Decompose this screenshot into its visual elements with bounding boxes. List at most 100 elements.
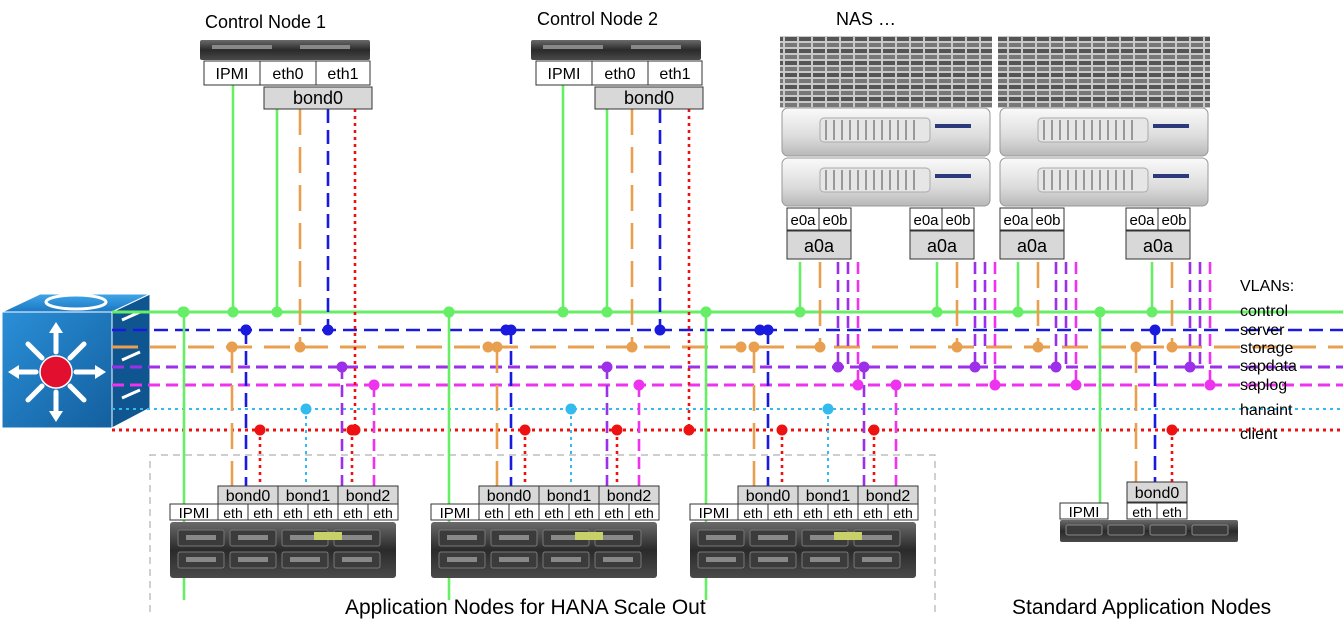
bond0-label: bond0 — [624, 88, 674, 108]
junction-dot — [254, 424, 266, 436]
vlan-label-saplog: saplog — [1240, 377, 1287, 394]
e0a-port-label: e0a — [1129, 212, 1155, 229]
e0a-port-label: e0a — [790, 212, 816, 229]
eth-port-label: eth — [253, 505, 272, 521]
bond-label: bond0 — [487, 488, 532, 505]
junction-dot — [683, 424, 695, 436]
server-icon — [531, 40, 701, 60]
control-node-2-title: Control Node 2 — [537, 9, 658, 29]
eth1-port-label: eth1 — [327, 66, 358, 83]
e0a-port-label: e0a — [1003, 212, 1029, 229]
junction-dot — [1012, 306, 1024, 318]
a0a-label: a0a — [1017, 236, 1048, 256]
eth-port-label: eth — [743, 505, 762, 521]
bond-label: bond2 — [866, 488, 911, 505]
junction-dot — [336, 361, 348, 373]
junction-dot — [1149, 324, 1161, 336]
bond-label: bond1 — [286, 488, 331, 505]
vlan-label-storage: storage — [1240, 340, 1293, 357]
junction-dot — [519, 424, 531, 436]
eth-port-label: eth — [893, 505, 912, 521]
junction-dot — [491, 341, 503, 353]
eth-port-label: eth — [283, 505, 302, 521]
disk-shelf-icon — [998, 36, 1210, 108]
eth-port-label: eth — [484, 505, 503, 521]
junction-dot — [626, 341, 638, 353]
junction-dot — [227, 306, 239, 318]
junction-dot — [601, 361, 613, 373]
junction-dot — [322, 324, 334, 336]
junction-dot — [700, 306, 712, 318]
junction-dot — [1050, 361, 1062, 373]
hana-nodes-caption: Application Nodes for HANA Scale Out — [345, 596, 706, 619]
junction-dot — [500, 324, 512, 336]
eth-port-label: eth — [343, 505, 362, 521]
junction-dot — [1184, 361, 1196, 373]
junction-dot — [969, 361, 981, 373]
junction-dot — [271, 306, 283, 318]
eth-port-label: eth — [1162, 504, 1181, 520]
junction-dot — [565, 403, 577, 415]
junction-dot — [1146, 306, 1158, 318]
junction-dot — [177, 306, 189, 318]
junction-dot — [557, 306, 569, 318]
junction-dot — [1070, 379, 1082, 391]
eth-port-label: eth — [863, 505, 882, 521]
junction-dot — [776, 424, 788, 436]
junction-dot — [240, 324, 252, 336]
ipmi-port-label: IPMI — [699, 505, 730, 522]
junction-dot — [633, 379, 645, 391]
junction-dot — [735, 341, 747, 353]
bond-label: bond1 — [806, 488, 851, 505]
junction-dot — [754, 324, 766, 336]
junction-dot — [822, 403, 834, 415]
junction-dot — [601, 306, 613, 318]
junction-dot — [989, 379, 1001, 391]
junction-dot — [890, 379, 902, 391]
junction-dot — [482, 341, 494, 353]
vlans-heading: VLANs: — [1240, 278, 1294, 295]
eth-port-label: eth — [604, 505, 623, 521]
hana-group-boundary — [149, 454, 936, 612]
junction-dot — [346, 424, 358, 436]
junction-dot — [762, 324, 774, 336]
junction-dot — [294, 341, 306, 353]
eth-port-label: eth — [313, 505, 332, 521]
e0b-port-label: e0b — [822, 212, 847, 229]
eth-port-label: eth — [803, 505, 822, 521]
control-node-1: Control Node 1 IPMI eth0 eth1 bond0 — [200, 12, 373, 110]
junction-dot — [368, 379, 380, 391]
vlan-lines — [112, 310, 1343, 432]
eth-port-label: eth — [223, 505, 242, 521]
ipmi-port-label: IPMI — [440, 505, 471, 522]
e0b-port-label: e0b — [1035, 212, 1060, 229]
network-switch-icon — [1, 293, 151, 429]
junction-dot — [868, 424, 880, 436]
bond-label: bond1 — [547, 488, 592, 505]
junction-dot — [794, 306, 806, 318]
vlan-labels: VLANs: controlserverstoragesapdatasaplog… — [1240, 278, 1297, 443]
eth0-port-label: eth0 — [272, 66, 303, 83]
eth-port-label: eth — [514, 505, 533, 521]
junction-dot — [1204, 379, 1216, 391]
bond0-label: bond0 — [1135, 485, 1180, 502]
standard-nodes-caption: Standard Application Nodes — [1012, 596, 1271, 619]
junction-dot — [654, 324, 666, 336]
junction-dot — [814, 341, 826, 353]
server-icon — [200, 40, 370, 60]
eth0-port-label: eth0 — [604, 66, 635, 83]
vlan-label-hanaint: hanaint — [1240, 402, 1293, 419]
eth-port-label: eth — [373, 505, 392, 521]
bond-label: bond2 — [346, 488, 391, 505]
e0a-port-label: e0a — [913, 212, 939, 229]
bond-label: bond2 — [607, 488, 652, 505]
eth-port-label: eth — [1132, 504, 1151, 520]
a0a-label: a0a — [927, 236, 958, 256]
a0a-label: a0a — [804, 236, 835, 256]
junction-dot — [1166, 424, 1178, 436]
